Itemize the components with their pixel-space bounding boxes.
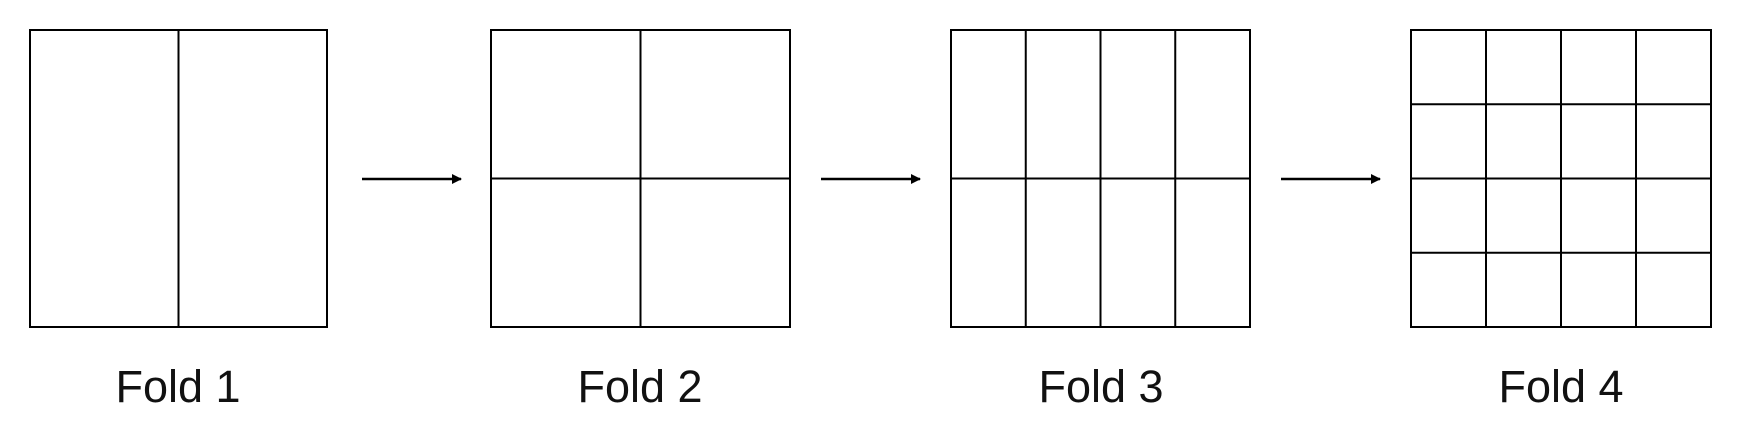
- fold-2-grid: [490, 29, 791, 328]
- fold-1-label: Fold 1: [115, 361, 240, 412]
- fold-1-grid: [29, 29, 328, 328]
- fold-2-label: Fold 2: [577, 361, 702, 412]
- fold-3-label: Fold 3: [1038, 361, 1163, 412]
- fold-4-grid: [1410, 29, 1712, 328]
- fold-3-grid: [950, 29, 1251, 328]
- fold-4-label: Fold 4: [1498, 361, 1623, 412]
